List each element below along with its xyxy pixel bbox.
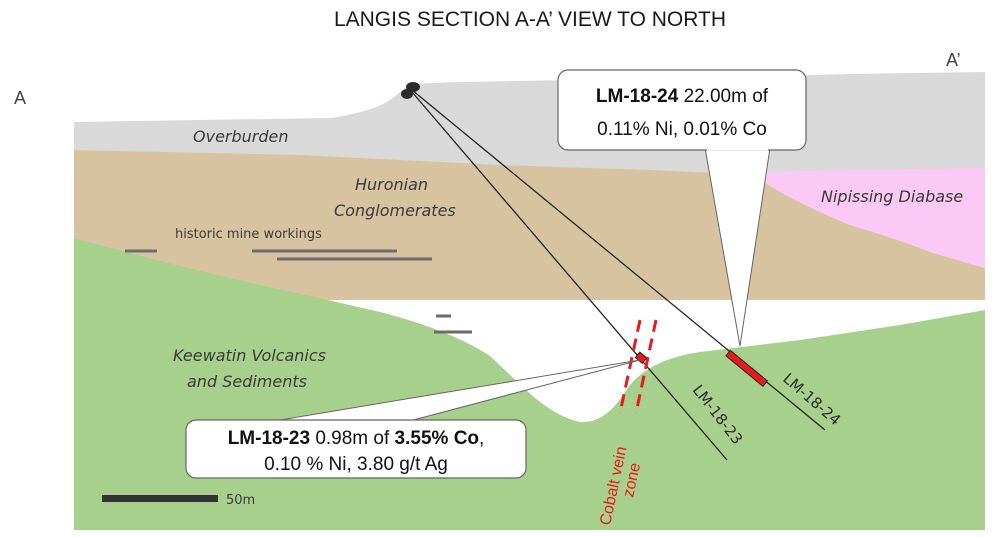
drill-trace-lm-18-23 (411, 91, 728, 461)
historic-mine-workings (125, 249, 472, 334)
diagram-title: LANGIS SECTION A-A’ VIEW TO NORTH (334, 8, 726, 31)
intercept-lm-18-23 (634, 351, 648, 364)
cobalt-vein-zone (618, 319, 658, 414)
keewatin-label-1: Keewatin Volcanics (173, 346, 326, 365)
nipissing-unit (760, 168, 985, 268)
huronian-label-2: Conglomerates (334, 201, 456, 220)
overburden-label: Overburden (193, 127, 289, 146)
callout-lm-18-23-line1: LM-18-23 0.98m of 3.55% Co, (228, 428, 485, 449)
drill-collar-icon (401, 82, 420, 99)
section-end-a: A (14, 88, 26, 108)
vein-zone-label-2: zone (620, 461, 644, 499)
callout-box-lm-18-24 (557, 69, 807, 151)
historic-workings-label: historic mine workings (175, 227, 322, 242)
scale-bar (102, 495, 218, 502)
callout-lm-18-24-line1: LM-18-24 22.00m of (596, 86, 769, 107)
section-end-a-prime: A’ (946, 50, 961, 70)
intercept-lm-18-24 (725, 349, 769, 388)
nipissing-label: Nipissing Diabase (821, 187, 963, 206)
callout-lm-18-24-line2: 0.11% Ni, 0.01% Co (597, 119, 767, 140)
keewatin-label-2: and Sediments (187, 372, 307, 391)
scale-bar-label: 50m (226, 493, 255, 508)
callout-lm-18-23-line2: 0.10 % Ni, 3.80 g/t Ag (264, 454, 448, 475)
huronian-label-1: Huronian (355, 175, 428, 194)
callout-box-lm-18-23 (185, 419, 527, 479)
